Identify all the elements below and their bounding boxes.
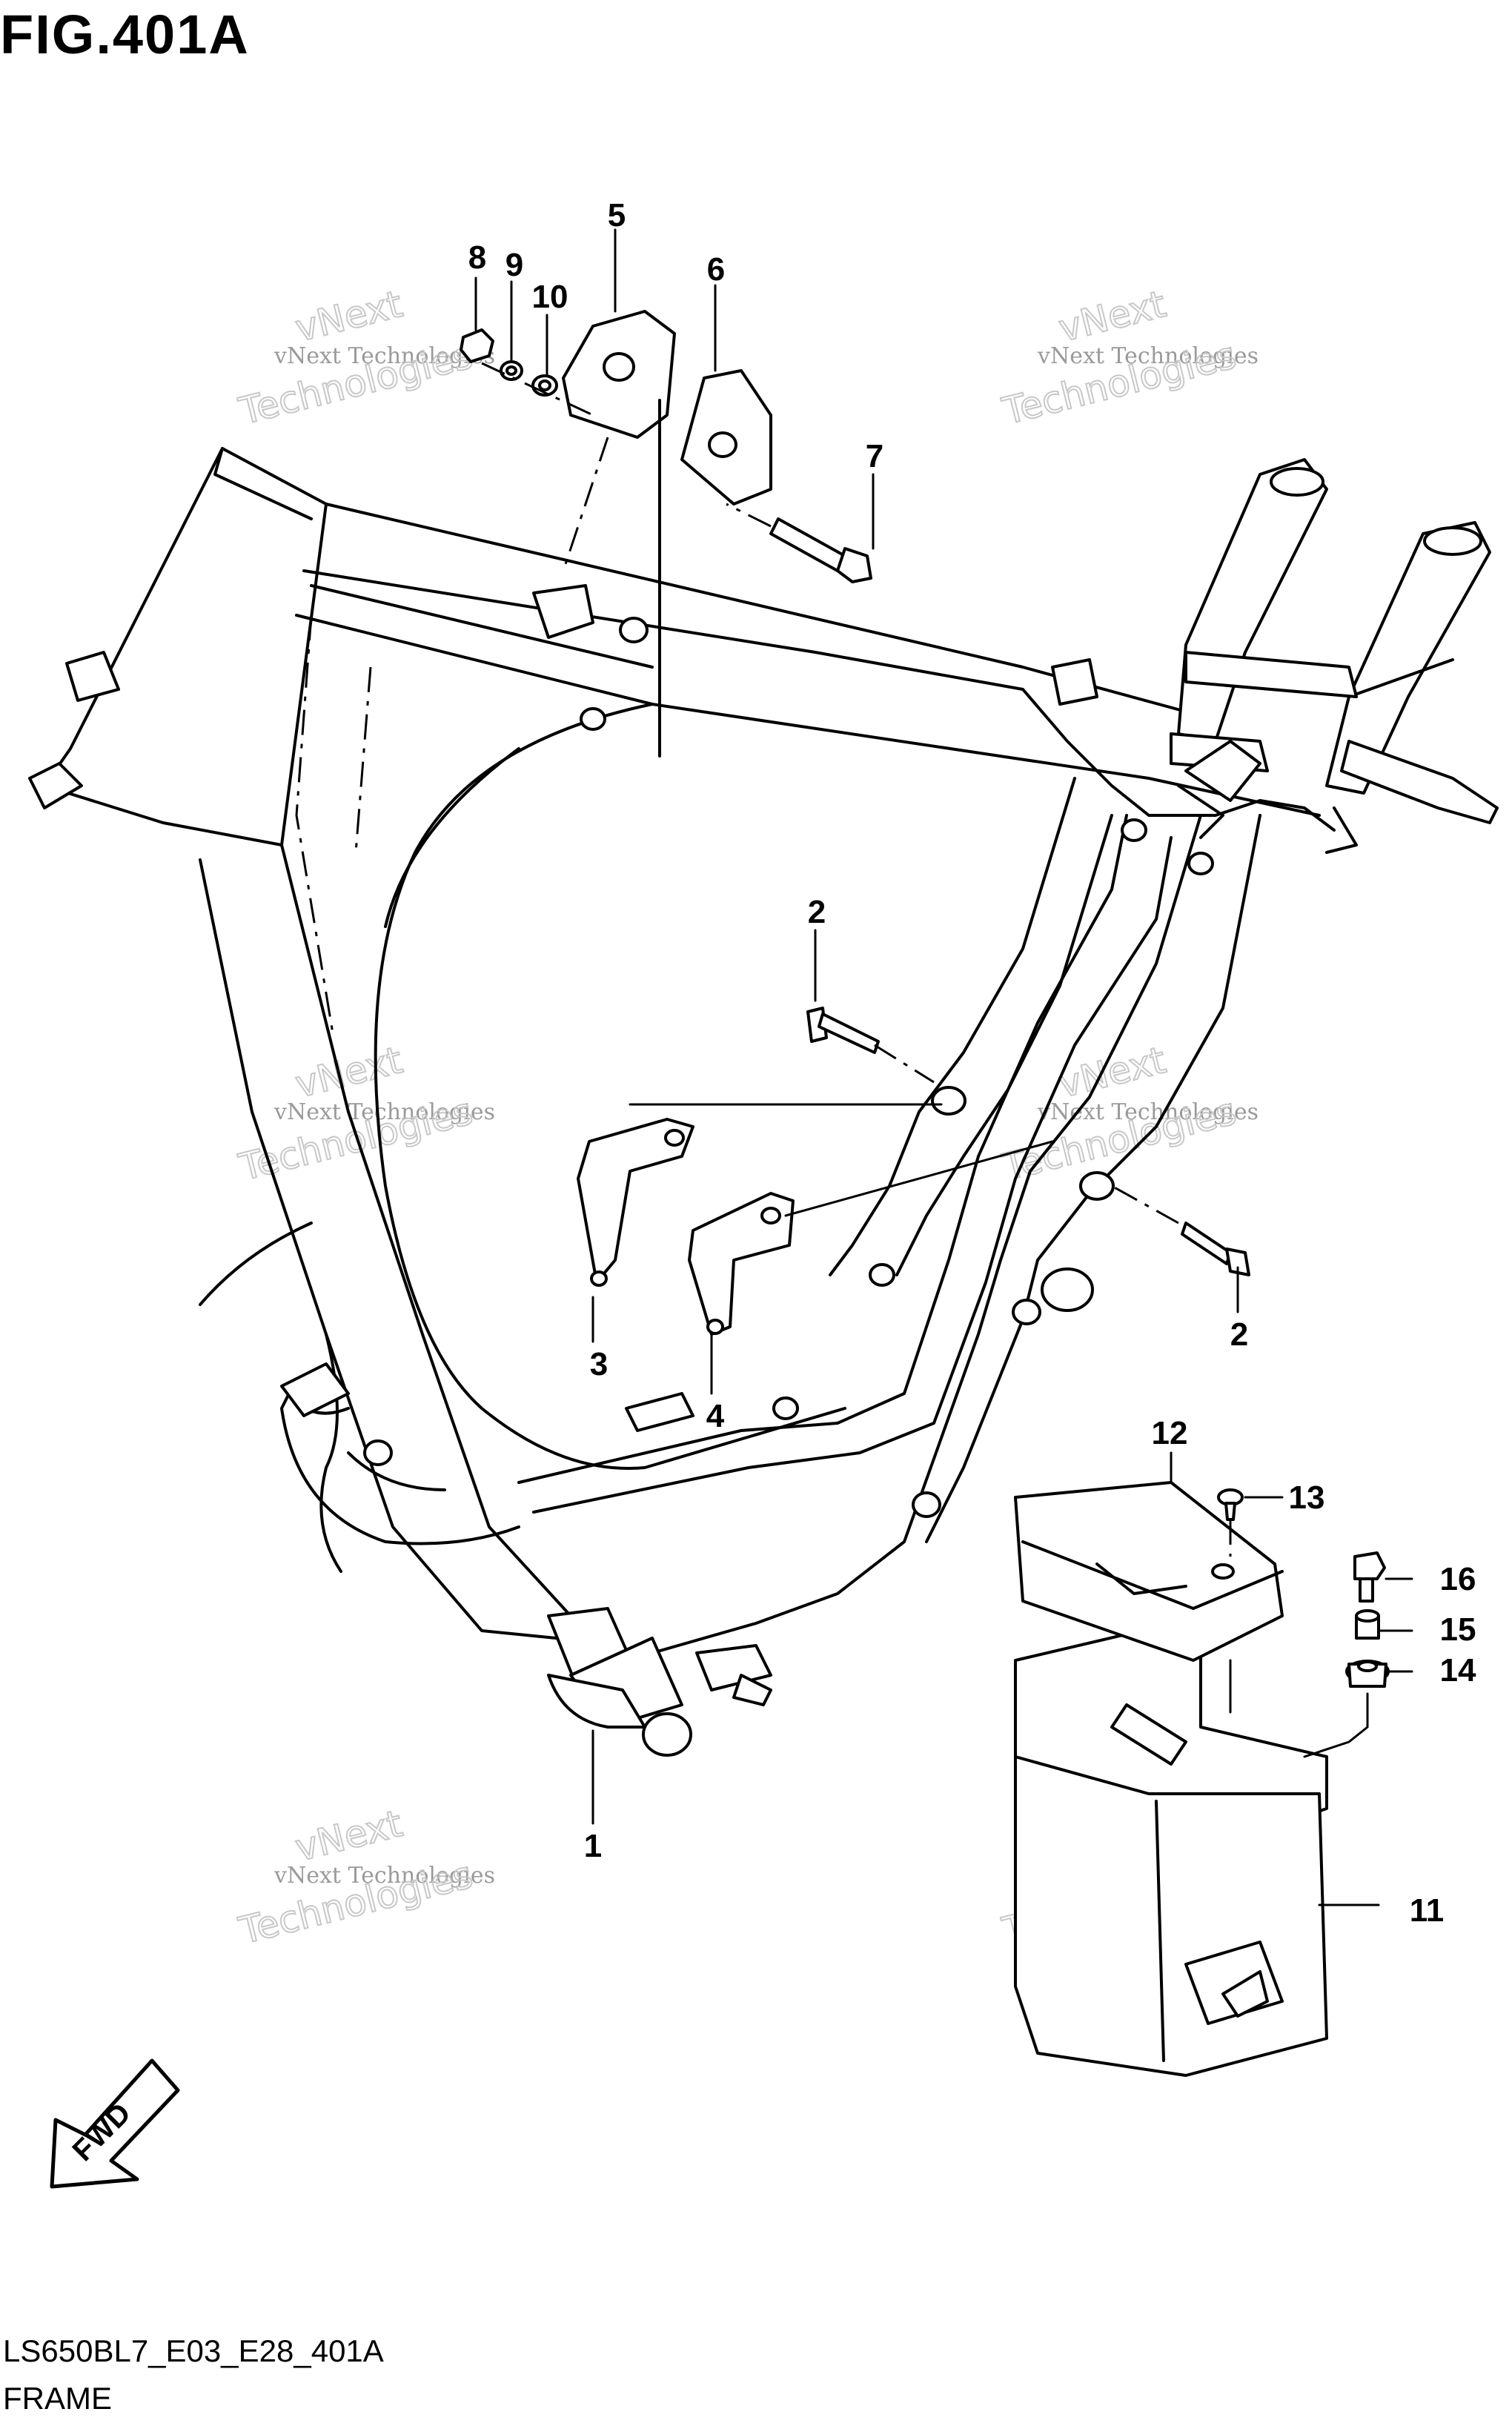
leader-lines bbox=[474, 228, 1413, 1825]
watermark-small-text: vNext Technologies bbox=[1037, 1099, 1259, 1125]
part-10-washer bbox=[481, 362, 594, 417]
callout-3: 3 bbox=[590, 1346, 608, 1382]
watermark-small-text: vNext Technologies bbox=[273, 1099, 495, 1125]
callout-2-lower: 2 bbox=[1230, 1316, 1248, 1353]
part-2-bolt-upper bbox=[806, 1007, 935, 1084]
part-4-bracket bbox=[625, 1140, 1054, 1432]
figure-title: FIG.401A bbox=[0, 4, 250, 65]
callout-11: 11 bbox=[1410, 1892, 1445, 1929]
watermark-ml: vNext Technologies vNext Technologies bbox=[234, 1038, 495, 1190]
part-11-battery-holder bbox=[1014, 1629, 1380, 2077]
callout-12: 12 bbox=[1152, 1415, 1188, 1451]
watermark-big-text-1: vNext bbox=[291, 282, 407, 351]
callout-5: 5 bbox=[608, 197, 626, 233]
model-code: LS650BL7_E03_E28_401A bbox=[3, 2333, 384, 2368]
watermark-big-text-1: vNext bbox=[1055, 282, 1170, 351]
callout-14: 14 bbox=[1440, 1652, 1476, 1689]
callout-9: 9 bbox=[505, 247, 523, 283]
part-9-washer bbox=[500, 360, 523, 381]
part-14-grommet bbox=[1303, 1660, 1390, 1758]
watermark-big-text-1: vNext bbox=[291, 1802, 407, 1870]
part-5-bracket bbox=[562, 310, 676, 571]
part-7-bolt bbox=[726, 503, 872, 583]
callout-15: 15 bbox=[1440, 1611, 1476, 1648]
callout-7: 7 bbox=[866, 438, 883, 474]
fwd-arrow-icon: FWD bbox=[50, 2058, 180, 2189]
part-12-battery-cover bbox=[1014, 1481, 1284, 1714]
part-6-bracket bbox=[658, 369, 772, 758]
watermark-small-text: vNext Technologies bbox=[1037, 343, 1259, 369]
callout-4: 4 bbox=[706, 1398, 725, 1434]
frame-assembly bbox=[28, 447, 1499, 1757]
callout-8: 8 bbox=[468, 239, 486, 276]
watermark-big-text-1: vNext bbox=[291, 1038, 407, 1107]
callout-10: 10 bbox=[532, 279, 568, 315]
callout-6: 6 bbox=[707, 251, 725, 288]
steering-head-tube bbox=[43, 447, 328, 846]
watermark-small-text: vNext Technologies bbox=[273, 1863, 495, 1889]
rear-shock-tube-right bbox=[1325, 521, 1491, 795]
part-3-bracket bbox=[577, 1103, 943, 1287]
callout-1: 1 bbox=[584, 1828, 602, 1864]
watermark-tl: vNext Technologies vNext Technologies bbox=[234, 282, 495, 434]
rear-shock-tube-left bbox=[1177, 458, 1328, 743]
section-name: FRAME bbox=[3, 2381, 112, 2416]
callout-labels: 1 2 2 3 4 5 6 7 8 9 10 11 12 13 14 15 16 bbox=[468, 197, 1476, 1929]
watermark-small-text: vNext Technologies bbox=[273, 343, 495, 369]
part-16-bolt bbox=[1353, 1551, 1386, 1603]
part-2-bolt-lower bbox=[1111, 1184, 1250, 1276]
callout-2-upper: 2 bbox=[808, 894, 826, 930]
watermark-tr: vNext Technologies vNext Technologies bbox=[998, 282, 1259, 434]
part-13-screw bbox=[1217, 1488, 1244, 1557]
callout-13: 13 bbox=[1289, 1479, 1325, 1516]
part-8-nut bbox=[460, 328, 494, 363]
watermark-bl: vNext Technologies vNext Technologies bbox=[234, 1801, 495, 1953]
callout-16: 16 bbox=[1440, 1561, 1476, 1597]
part-15-collar bbox=[1355, 1609, 1380, 1640]
